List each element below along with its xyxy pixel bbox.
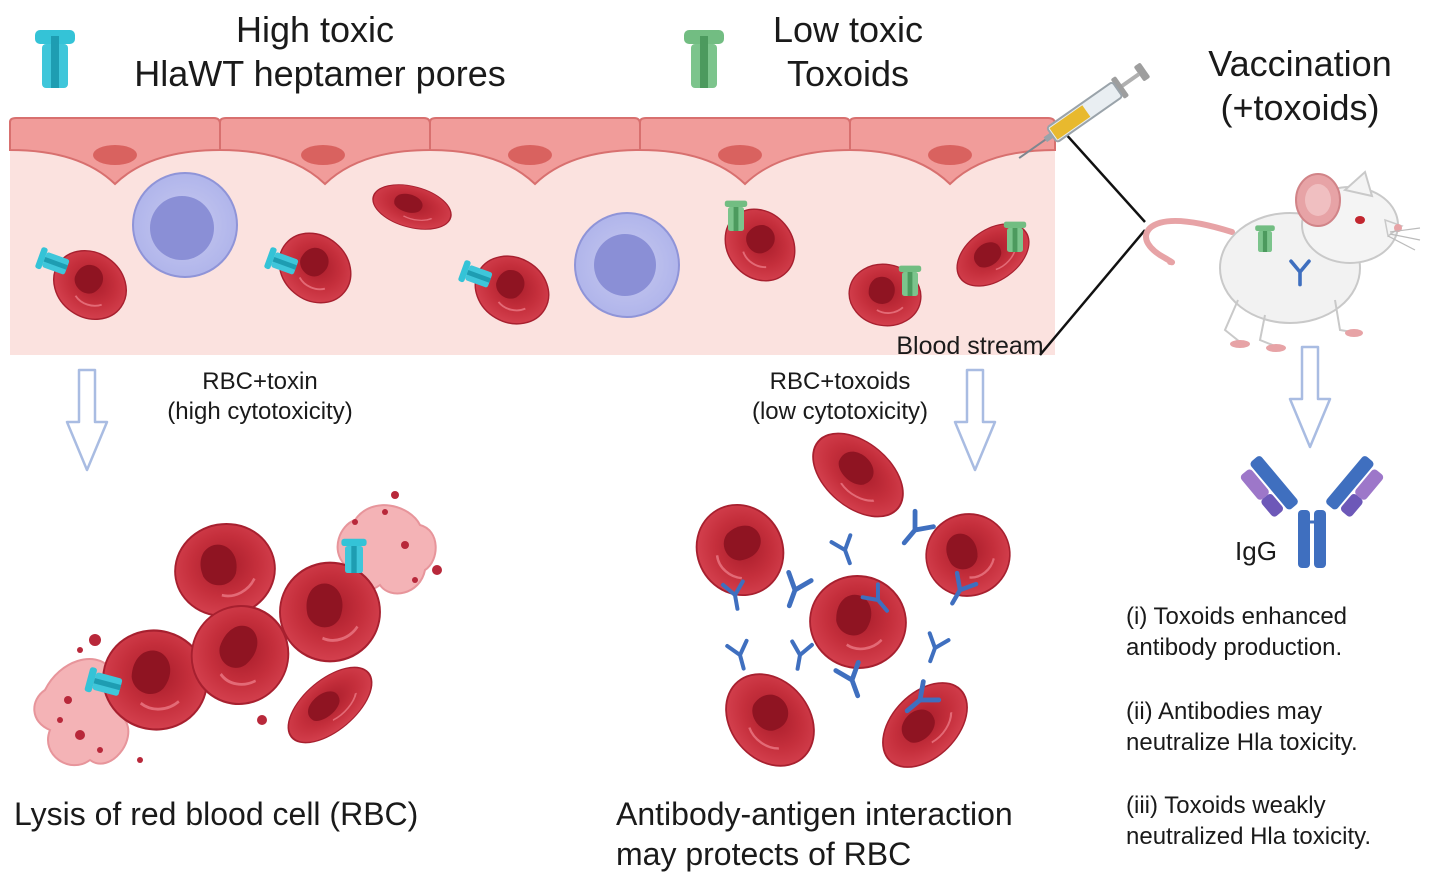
red-blood-cell (913, 501, 1023, 609)
lysis-cluster (33, 491, 442, 767)
vaccination-title: Vaccination (1208, 43, 1392, 84)
toxoid-icon (1003, 221, 1027, 252)
antibody-label: IgG (1235, 536, 1277, 566)
antibody-icon (1240, 456, 1384, 568)
white-blood-cell (574, 212, 680, 318)
endothelium (9, 117, 1056, 186)
syringe-icon (1018, 63, 1150, 159)
white-blood-cell (132, 172, 238, 278)
legend-high-toxic-subtitle: HlaWT heptamer pores (134, 53, 506, 94)
lysing-red-blood-cell (278, 561, 382, 663)
note-item: neutralize Hla toxicity. (1126, 729, 1358, 756)
protected-cluster (678, 415, 1023, 785)
mouse-icon (1143, 170, 1421, 352)
middle-outcome-label: Antibody-antigen interaction (616, 796, 1013, 832)
red-blood-cell (166, 514, 284, 626)
note-item: neutralized Hla toxicity. (1126, 823, 1371, 850)
middle-outcome-label-line2: may protects of RBC (616, 836, 912, 872)
red-blood-cell (796, 415, 920, 535)
blood-vessel (9, 117, 1056, 355)
red-blood-cell (678, 487, 802, 613)
left-condition-detail: (high cytotoxicity) (167, 398, 353, 425)
note-item: (ii) Antibodies may (1126, 698, 1323, 725)
toxin-pore-icon (341, 538, 367, 573)
legend-low-toxic-title: Low toxic (772, 9, 924, 50)
left-condition-label: RBC+toxin (202, 368, 318, 395)
toxin-pore-icon (35, 30, 75, 88)
down-arrow-icon (65, 368, 109, 472)
legend-high-toxic-title: High toxic (235, 9, 395, 50)
middle-condition-label: RBC+toxoids (769, 368, 911, 395)
legend-low-toxic-subtitle: Toxoids (786, 53, 910, 94)
red-blood-cell (801, 567, 915, 677)
red-blood-cell (274, 652, 386, 758)
note-item: (iii) Toxoids weakly (1126, 792, 1326, 819)
toxoid-icon (724, 200, 748, 231)
toxoid-icon (684, 30, 724, 88)
left-outcome-label: Lysis of red blood cell (RBC) (14, 796, 419, 832)
vaccination-subtitle: (+toxoids) (1220, 87, 1380, 128)
note-item: (i) Toxoids enhanced (1126, 603, 1348, 630)
connector-lines (1039, 121, 1146, 356)
toxoid-icon (898, 265, 922, 296)
note-item: antibody production. (1126, 634, 1343, 661)
blood-stream-label: Blood stream (896, 332, 1044, 360)
middle-condition-detail: (low cytotoxicity) (751, 398, 929, 425)
down-arrow-icon (953, 368, 997, 472)
red-blood-cell (706, 655, 834, 785)
down-arrow-icon (1288, 345, 1332, 449)
